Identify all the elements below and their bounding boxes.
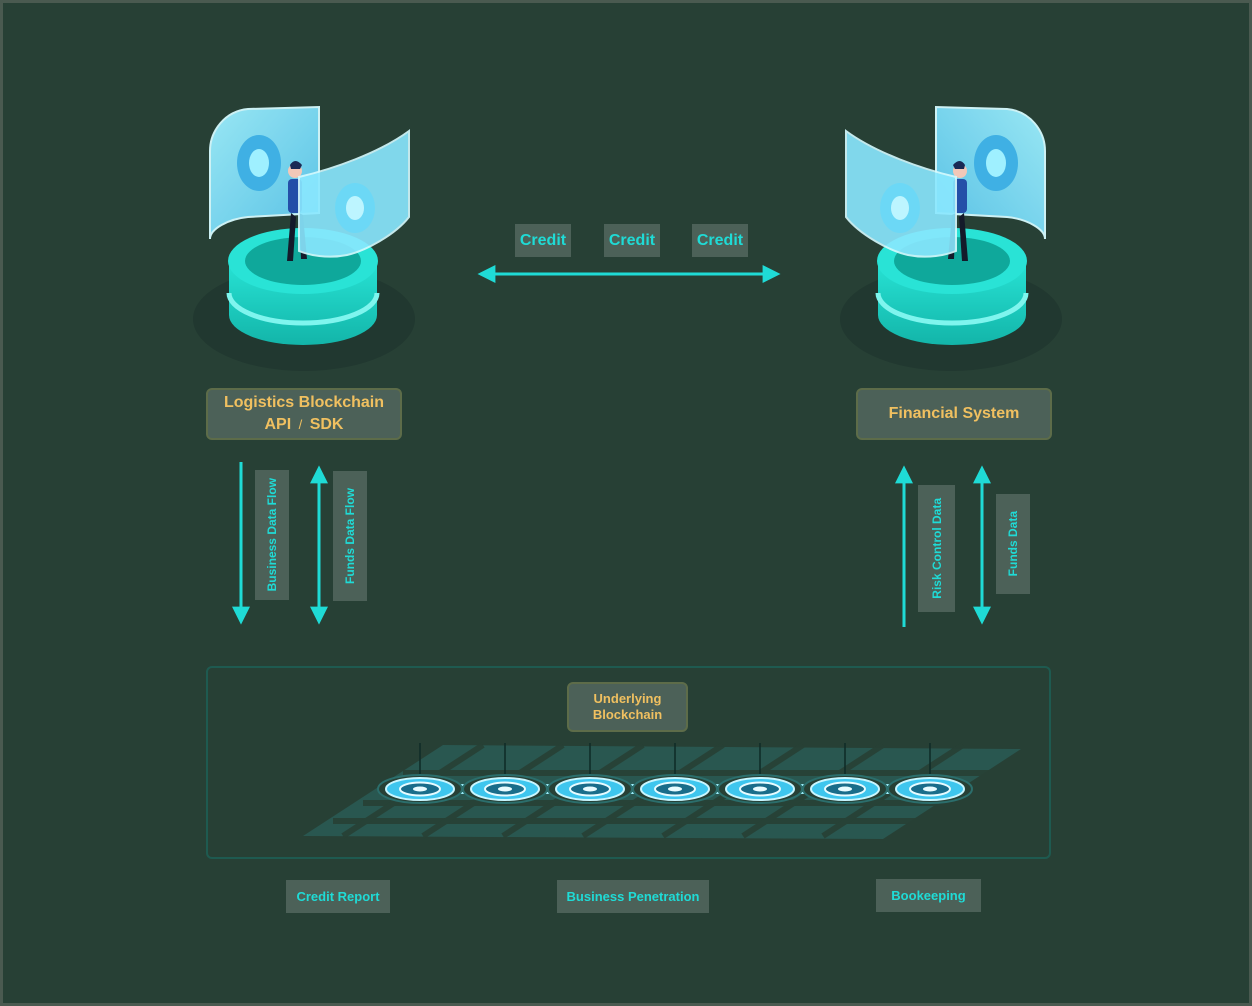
funds-data-flow-label: Funds Data Flow	[333, 471, 367, 601]
logistics-blockchain-title: Logistics Blockchain	[223, 394, 385, 411]
financial-system-title: Financial System	[888, 405, 1020, 422]
blockchain-ring-nodes-icon	[303, 742, 1021, 839]
underlying-blockchain-label: Underlying Blockchain	[567, 682, 688, 732]
ring-node	[547, 743, 633, 804]
risk-control-data-label: Risk Control Data	[918, 485, 955, 612]
credit-label-2: Credit	[604, 224, 660, 257]
underlying-blockchain-line2: Blockchain	[592, 707, 663, 722]
api-sdk-label: API / SDK	[265, 414, 344, 436]
ring-node	[887, 743, 973, 804]
risk-control-data-text: Risk Control Data	[929, 498, 944, 599]
sdk-label: SDK	[309, 416, 344, 433]
api-sdk-separator: /	[298, 417, 303, 432]
logistics-blockchain-box: Logistics Blockchain API / SDK	[206, 388, 402, 440]
business-data-flow-text: Business Data Flow	[265, 478, 279, 592]
api-label: API	[264, 416, 292, 433]
financial-system-box: Financial System	[856, 388, 1052, 440]
ring-node	[802, 743, 888, 804]
credit-label-1: Credit	[515, 224, 571, 257]
credit-report-label: Credit Report	[286, 880, 390, 913]
funds-data-label: Funds Data	[996, 494, 1030, 594]
business-penetration-label: Business Penetration	[557, 880, 709, 913]
diagram-canvas: Credit Credit Credit Logistics Blockchai…	[3, 3, 1249, 1003]
left-node-icon	[193, 105, 415, 371]
funds-data-text: Funds Data	[1006, 511, 1020, 577]
business-data-flow-label: Business Data Flow	[255, 470, 289, 600]
illustration-layer	[193, 105, 1062, 839]
credit-label-3: Credit	[692, 224, 748, 257]
ring-node	[462, 743, 548, 804]
funds-data-flow-text: Funds Data Flow	[343, 488, 357, 584]
right-node-icon	[840, 105, 1062, 371]
bookkeeping-label: Bookeeping	[876, 879, 981, 912]
underlying-blockchain-panel	[206, 666, 1051, 859]
underlying-blockchain-line1: Underlying	[593, 691, 662, 706]
